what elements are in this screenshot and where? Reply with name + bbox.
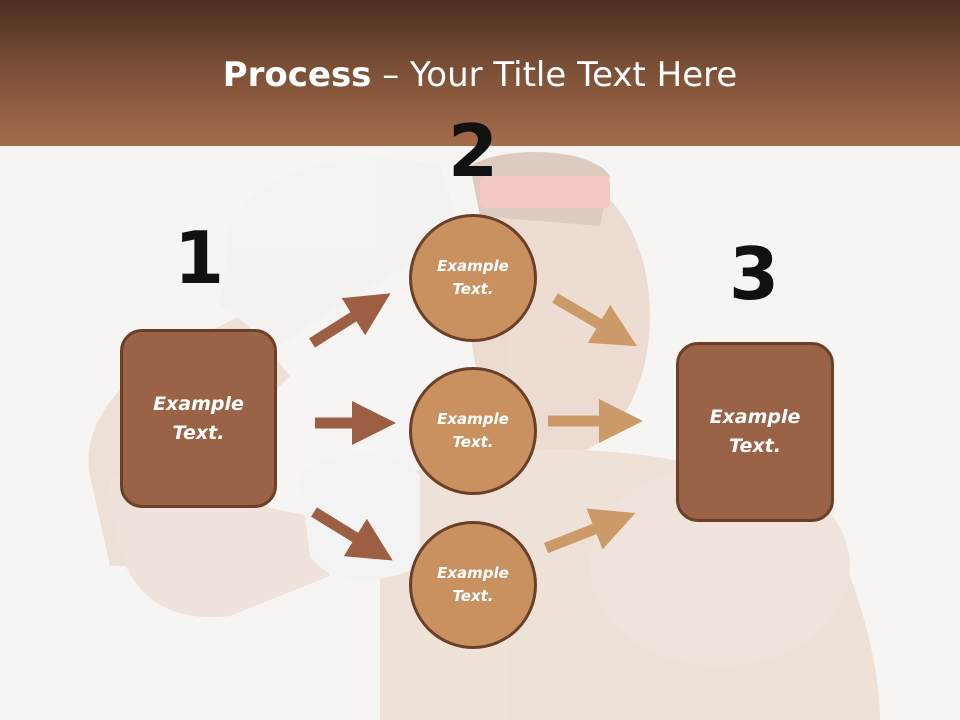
step-3-label: Example Text. — [709, 406, 801, 457]
arrow-left-to-circle-1 — [309, 293, 391, 348]
step-1-label: Example Text. — [153, 392, 244, 444]
step-number-2: 2 — [447, 109, 499, 193]
title-rest: – Your Title Text Here — [371, 55, 738, 95]
step-2-circle-top: Example Text. — [409, 214, 537, 342]
circle-middle-label: Example Text. — [437, 410, 509, 451]
title-bold: Process — [222, 55, 372, 95]
title-banner — [0, 0, 960, 146]
circle-top-label: Example Text. — [437, 257, 509, 298]
arrow-circle-3-to-right — [543, 508, 636, 554]
step-1-box: Example Text. — [120, 329, 277, 508]
step-2-circle-middle: Example Text. — [409, 367, 537, 495]
step-2-circle-bottom: Example Text. — [409, 521, 537, 649]
page-title: Process – Your Title Text Here — [0, 52, 960, 98]
step-number-3: 3 — [728, 232, 780, 316]
arrow-circle-1-to-right — [552, 293, 637, 347]
step-number-1: 1 — [173, 216, 225, 300]
circle-bottom-label: Example Text. — [437, 564, 509, 605]
step-3-box: Example Text. — [676, 342, 834, 522]
arrow-left-to-circle-3 — [311, 507, 393, 561]
